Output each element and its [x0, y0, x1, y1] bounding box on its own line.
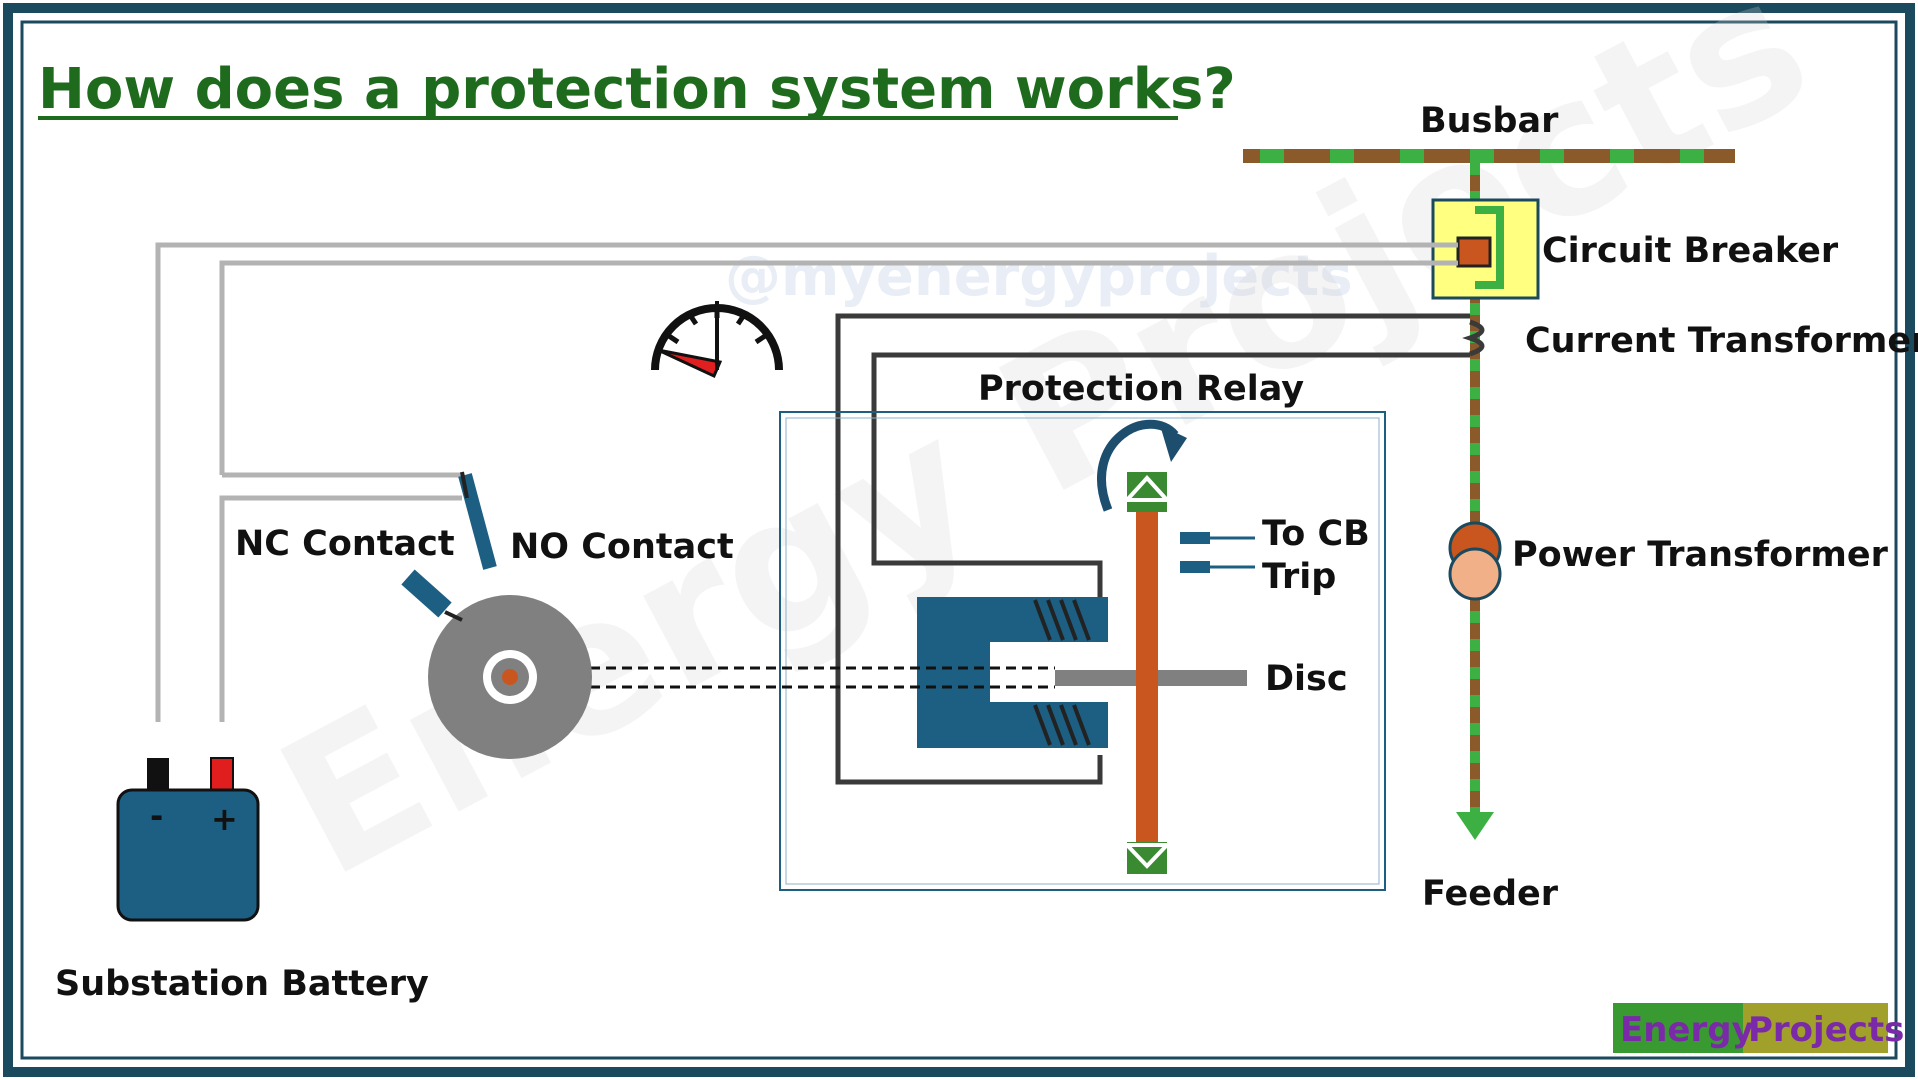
spindle-bottom-arrowhead [1122, 843, 1172, 869]
logo-part1: Energy [1620, 1010, 1754, 1050]
ct-wire-inner [871, 352, 1470, 597]
protection-relay-box [779, 411, 1386, 891]
current-transformer-label: Current Transformer [1525, 321, 1918, 361]
outer-frame [3, 3, 1915, 1077]
moving-contact-arm-lead [444, 610, 463, 622]
trip-terminal [1180, 561, 1210, 573]
moving-contact-arm [401, 569, 452, 618]
contact-wheel-center [502, 669, 518, 685]
busbar [1243, 149, 1735, 163]
power-transformer-secondary [1448, 547, 1502, 601]
to-cb-terminal [1180, 532, 1210, 544]
relay-coil-windings-bottom [1033, 704, 1091, 746]
nc-contact-label: NC Contact [235, 524, 455, 564]
to-cb-label: To CB [1262, 514, 1370, 554]
cb-contact [1456, 236, 1492, 268]
no-contact-pivot [460, 471, 469, 499]
battery-terminal-negative [147, 758, 169, 794]
battery-body [116, 788, 260, 922]
page-title: How does a protection system works? [38, 57, 1236, 122]
cb-contact-path [1475, 206, 1504, 289]
trip-wire-negative [155, 242, 1458, 722]
trip-wire-return [219, 260, 1458, 475]
busbar-label: Busbar [1420, 101, 1559, 141]
substation-battery-label: Substation Battery [55, 964, 429, 1004]
trip-wire-nc [219, 495, 462, 722]
battery-minus-sign: - [150, 797, 163, 835]
no-contact-label: NO Contact [510, 527, 734, 567]
current-transformer-coil [1462, 319, 1485, 357]
circuit-breaker-label: Circuit Breaker [1542, 231, 1839, 271]
relay-coil-windings-top [1033, 599, 1091, 641]
feeder-label: Feeder [1422, 874, 1559, 914]
protection-relay-label: Protection Relay [978, 369, 1304, 409]
no-contact-blade [458, 473, 497, 570]
logo-part2: Projects [1748, 1010, 1904, 1050]
battery-icon [116, 757, 260, 922]
battery-plus-sign: + [211, 800, 238, 838]
power-transformer-label: Power Transformer [1512, 535, 1889, 575]
ct-wire-outer [835, 313, 1470, 785]
watermark-handle: @myenergyprojects [725, 244, 1353, 309]
gauge-icon [651, 301, 783, 379]
feeder-arrow [1456, 812, 1494, 840]
rotation-arrowhead [1160, 425, 1187, 462]
disc-label: Disc [1265, 659, 1348, 699]
inner-frame [20, 20, 1898, 1060]
energy-projects-logo: Energy Projects [1613, 1003, 1904, 1053]
relay-spindle [1136, 490, 1158, 850]
spindle-top-arrowhead [1122, 475, 1172, 502]
trip-label: Trip [1262, 557, 1336, 597]
gauge-needle [657, 348, 723, 379]
protection-relay-box-inner [785, 417, 1380, 885]
